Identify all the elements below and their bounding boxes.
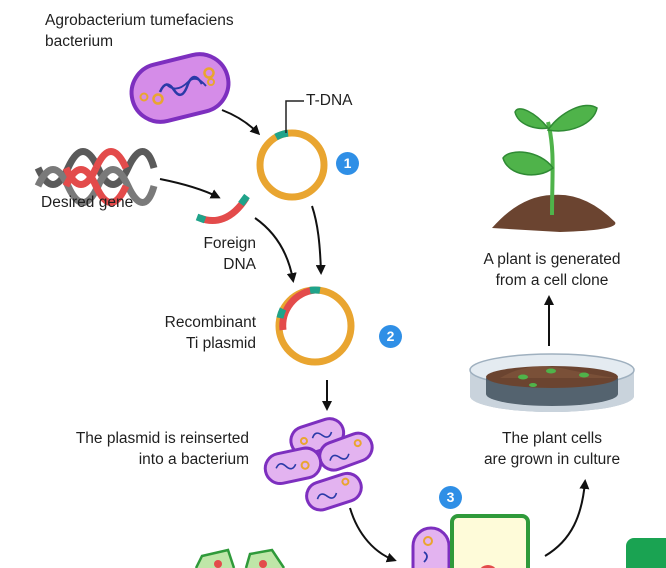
seedling-icon xyxy=(492,104,616,232)
arrow-plasmid-to-recombinant xyxy=(311,205,326,275)
foreign-dna-icon xyxy=(195,193,250,224)
arrow-bacterium-to-plasmid xyxy=(221,109,261,136)
petri-dish-icon xyxy=(469,353,635,412)
foreign-dna-label-line1: Foreign xyxy=(203,235,256,252)
arrow-bacteria-to-cells xyxy=(349,507,397,563)
plant-cell-icon xyxy=(450,514,530,568)
step-1-badge: 1 xyxy=(336,152,359,175)
recombinant-label-line2: Ti plasmid xyxy=(185,335,256,352)
foreign-dna-label: Foreign DNA xyxy=(176,233,256,275)
plant-generated-label-line1: A plant is generated xyxy=(483,251,621,268)
plant-generated-label: A plant is generated from a cell clone xyxy=(462,249,642,291)
agrobacterium-icon xyxy=(129,52,231,124)
agrobacterium-label-line2: bacterium xyxy=(45,33,114,50)
arrow-foreign-to-recombinant xyxy=(254,217,297,283)
foreign-dna-label-line2: DNA xyxy=(223,256,256,273)
culture-label: The plant cells are grown in culture xyxy=(462,428,642,470)
culture-label-line1: The plant cells xyxy=(502,430,602,447)
recombinant-label: Recombinant Ti plasmid xyxy=(130,312,256,354)
plasmid-icon xyxy=(256,129,328,201)
step-3-badge: 3 xyxy=(439,486,462,509)
bacterium-infecting-icon xyxy=(411,526,451,568)
arrow-cells-to-culture xyxy=(544,479,590,557)
arrow-gene-to-foreign-dna xyxy=(159,178,221,199)
desired-gene-label: Desired gene xyxy=(41,194,134,211)
agrobacterium-label-line1: Agrobacterium tumefaciens xyxy=(45,12,234,29)
plant-generated-label-line2: from a cell clone xyxy=(495,272,609,289)
tdna-pointer xyxy=(285,100,304,133)
reinserted-label-line1: The plasmid is reinserted xyxy=(75,430,249,447)
culture-label-line2: are grown in culture xyxy=(483,451,621,468)
recombinant-label-line1: Recombinant xyxy=(164,314,256,331)
agrobacterium-label: Agrobacterium tumefaciens bacterium xyxy=(45,10,234,52)
reinserted-label: The plasmid is reinserted into a bacteri… xyxy=(30,428,249,470)
step-2-badge: 2 xyxy=(379,325,402,348)
bacteria-cluster-icon xyxy=(263,417,374,512)
plant-cells-icon xyxy=(194,548,286,568)
recombinant-plasmid-icon xyxy=(275,286,355,366)
dna-helix-icon xyxy=(34,148,158,206)
tdna-label: T-DNA xyxy=(306,92,353,109)
reinserted-label-line2: into a bacterium xyxy=(138,451,249,468)
logo-icon xyxy=(626,538,666,568)
